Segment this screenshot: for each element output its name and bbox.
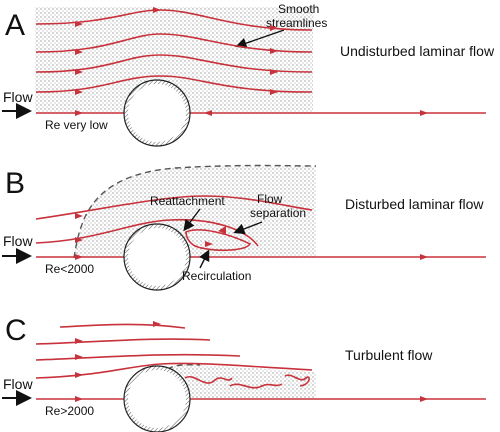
- arrowhead: [270, 89, 278, 95]
- panel-b: B Disturbed laminar flow Reattachment Fl…: [2, 164, 486, 291]
- arrowhead: [75, 21, 83, 27]
- panel-b-recirculation-label: Recirculation: [182, 269, 251, 283]
- panel-b-boundary: [73, 164, 317, 259]
- panel-c-streamline-1: [59, 323, 186, 329]
- panel-c-re-label: Re>2000: [45, 404, 94, 418]
- panel-a-re-label: Re very low: [45, 118, 108, 132]
- arrowhead: [75, 89, 83, 95]
- panel-c-cylinder-core: [128, 370, 186, 428]
- arrowhead: [420, 110, 428, 116]
- panel-b-recirculation-loop: [185, 229, 252, 252]
- arrowhead: [153, 321, 161, 327]
- arrowhead: [75, 354, 83, 360]
- arrowhead: [75, 237, 83, 243]
- panel-b-caption: Disturbed laminar flow: [345, 196, 484, 212]
- panel-b-cylinder-core: [128, 228, 186, 286]
- panel-c-caption: Turbulent flow: [345, 347, 433, 363]
- arrowhead: [75, 396, 83, 402]
- arrowhead: [205, 241, 213, 247]
- panel-b-separation-line1: Flow: [257, 192, 283, 206]
- panel-a-streamline-4: [35, 75, 313, 93]
- arrowhead: [75, 69, 83, 75]
- panel-c-eddy-3: [284, 374, 310, 387]
- panel-b-flow-label: Flow: [3, 233, 33, 249]
- panel-c-letter: C: [5, 314, 27, 347]
- panel-b-re-label: Re<2000: [45, 262, 94, 276]
- arrowhead: [153, 7, 161, 13]
- panel-c-flow-label: Flow: [3, 376, 33, 392]
- arrowhead: [75, 338, 83, 344]
- panel-b-reattachment-label: Reattachment: [150, 194, 225, 208]
- arrowhead: [204, 110, 212, 116]
- panel-c-streamline-3: [35, 353, 241, 361]
- arrowhead: [75, 213, 83, 219]
- panel-b-recirculation-arrow: [199, 249, 210, 269]
- panel-a-flow-label: Flow: [3, 89, 33, 105]
- panel-a-annotation-line2: streamlines: [266, 16, 327, 30]
- panel-a-letter: A: [5, 9, 25, 42]
- panel-c-eddy-1: [184, 375, 233, 384]
- panel-b-separation-line2: separation: [250, 206, 306, 220]
- panel-b-separation-arrow: [233, 221, 263, 235]
- arrowhead: [75, 49, 83, 55]
- panel-b-streamline-1: [35, 195, 313, 220]
- panel-c-streamline-2: [35, 338, 211, 345]
- panel-a-annotation-line1: Smooth: [278, 2, 319, 16]
- arrowhead: [75, 254, 83, 260]
- arrowhead: [270, 69, 278, 75]
- panel-b-letter: B: [5, 167, 25, 200]
- arrowhead: [75, 372, 83, 378]
- panel-a-caption: Undisturbed laminar flow: [340, 43, 495, 59]
- panel-a-streamline-2: [35, 33, 313, 53]
- panel-a: A Undisturbed laminar flow Smooth stream…: [2, 2, 495, 147]
- arrowhead: [420, 254, 428, 260]
- arrowhead: [75, 110, 83, 116]
- panel-c-streamline-4: [35, 362, 313, 379]
- arrowhead: [270, 48, 278, 54]
- panel-a-streamline-3: [35, 54, 313, 73]
- panel-a-cylinder-core: [128, 84, 186, 142]
- panel-a-annotation-arrow: [235, 29, 285, 49]
- panel-c-stipple: [168, 364, 316, 399]
- arrowhead: [270, 25, 278, 31]
- panel-b-reattachment-arrow: [183, 208, 201, 232]
- arrowhead: [218, 226, 226, 234]
- panel-c-eddy-2: [229, 383, 283, 389]
- arrowhead: [420, 396, 428, 402]
- panel-c: C Turbulent flow Flow Re>2000: [2, 314, 486, 432]
